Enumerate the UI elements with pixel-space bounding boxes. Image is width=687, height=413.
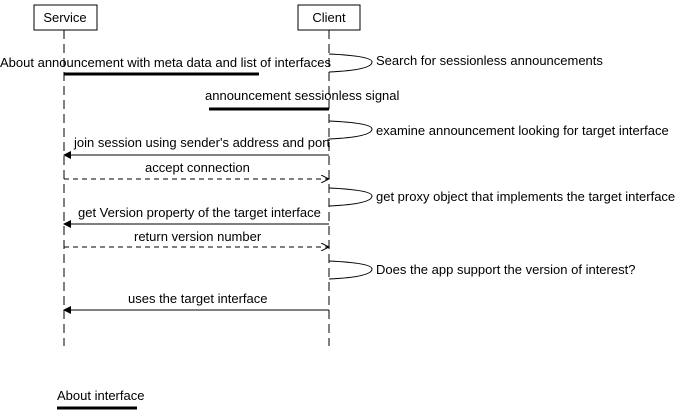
self-call-examine-label: examine announcement looking for target … — [376, 123, 669, 138]
return-version-label: return version number — [134, 229, 262, 244]
self-call-search — [328, 53, 373, 73]
announcement-signal-label: announcement sessionless signal — [205, 88, 400, 103]
self-call-search-label: Search for sessionless announcements — [376, 53, 603, 68]
accept-connection-label: accept connection — [145, 160, 250, 175]
self-call-examine — [328, 120, 373, 140]
get-version-label: get Version property of the target inter… — [78, 205, 321, 220]
participant-client-label: Client — [312, 10, 346, 25]
self-call-get-proxy — [328, 187, 373, 207]
join-session-label: join session using sender's address and … — [73, 135, 331, 150]
self-call-support-version-label: Does the app support the version of inte… — [376, 262, 635, 277]
uses-target-label: uses the target interface — [128, 291, 267, 306]
participant-client: Client — [297, 4, 361, 31]
self-call-support-version — [328, 260, 373, 280]
about-announcement-label: About announcement with meta data and li… — [0, 55, 331, 70]
self-call-get-proxy-label: get proxy object that implements the tar… — [376, 189, 675, 204]
legend-about-interface-label: About interface — [57, 388, 144, 403]
participant-service-label: Service — [43, 10, 86, 25]
participant-service: Service — [33, 4, 98, 31]
